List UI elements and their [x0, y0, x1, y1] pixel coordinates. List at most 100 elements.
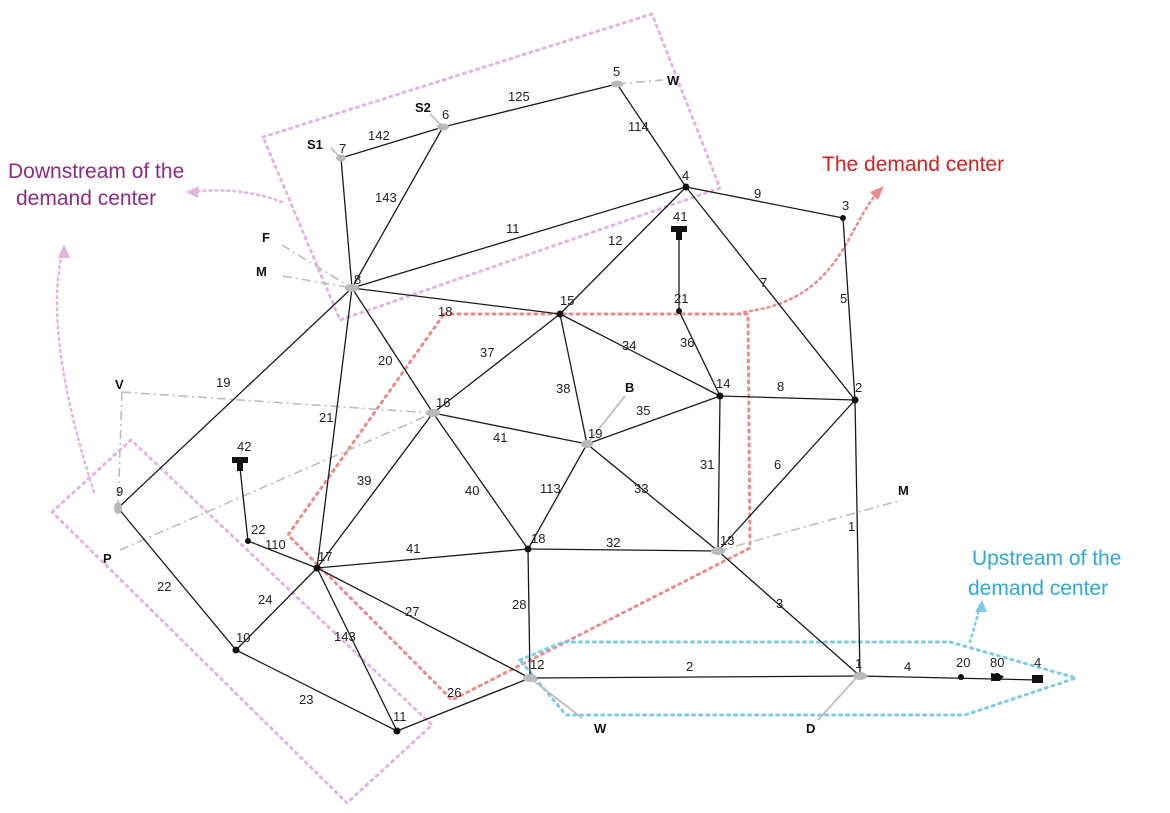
- link-v-to-9: [117, 391, 123, 509]
- node-label-14: 14: [716, 376, 730, 391]
- pipe-label-110: 114: [628, 119, 649, 134]
- pipe-5: [842, 217, 856, 401]
- pipe-label-32: 35: [636, 403, 650, 418]
- pipe-3: [717, 550, 861, 677]
- node-6: [437, 123, 449, 131]
- link-p-to-16: [119, 412, 434, 551]
- pipe-27: [527, 548, 531, 679]
- pipe-34: [432, 313, 561, 414]
- pipe-label-33: 36: [680, 335, 694, 350]
- upstream-arrowhead: [975, 600, 987, 612]
- pipe-8: [719, 395, 856, 401]
- pipe-39: [316, 548, 529, 569]
- pipe-label-26: 27: [405, 604, 419, 619]
- node-18: [524, 545, 532, 553]
- node-13: [711, 547, 725, 555]
- node-label-8: 8: [354, 272, 361, 287]
- pipe-label-20: 21: [319, 410, 333, 425]
- pipe-114: [340, 126, 444, 159]
- pipe-29: [527, 548, 719, 552]
- pipe-18-15: [351, 287, 561, 315]
- link-m-to-8: [282, 275, 353, 289]
- pipe-label-36: 39: [357, 473, 371, 488]
- node-label-18a: 18: [438, 304, 452, 319]
- pipe-26: [316, 567, 531, 679]
- node-label-42: 42: [237, 439, 251, 454]
- link-5-to-w: [616, 79, 664, 85]
- node-label-11: 11: [393, 709, 407, 724]
- pipe-21: [117, 507, 237, 651]
- pipe-125: [316, 567, 398, 732]
- pump-80-icon: [991, 673, 1004, 681]
- node-label-18: 18: [531, 531, 545, 546]
- node-label-10: 10: [236, 630, 250, 645]
- upstream-region-box: [517, 640, 1082, 717]
- downstream-region-lower: [49, 437, 435, 806]
- pipe-label-11: 11: [506, 221, 520, 236]
- source-label-m-east: M: [898, 483, 909, 498]
- source-label-f: F: [262, 230, 270, 245]
- source-labels: S1 S2 F M V P B M W W D: [103, 73, 909, 736]
- pipe-label-8: 8: [777, 379, 784, 394]
- node-label-41: 41: [673, 209, 687, 224]
- pipe-36: [316, 412, 434, 569]
- node-14: [716, 392, 724, 400]
- pipe-label-17: 19: [216, 375, 230, 390]
- stub-b: [586, 395, 626, 445]
- stub-w-12: [529, 677, 583, 719]
- pipe-label-34: 37: [480, 345, 494, 360]
- pipe-116: [340, 157, 353, 289]
- pipe-label-38: 41: [493, 430, 507, 445]
- downstream-upper-arrow: [188, 189, 284, 204]
- pipe-label-30: 33: [634, 481, 648, 496]
- pipe-label-22: 23: [299, 692, 313, 707]
- source-label-p: P: [103, 551, 112, 566]
- pipe-2: [529, 675, 861, 679]
- source-label-s2: S2: [415, 100, 431, 115]
- pipe-143: [239, 467, 249, 542]
- pipe-label-40: 110: [265, 537, 286, 552]
- upstream-label-line1: Upstream of the: [972, 547, 1121, 570]
- node-label-5: 5: [613, 64, 620, 79]
- pipe-label-29: 32: [606, 535, 620, 550]
- pipe-label-28: 31: [700, 457, 714, 472]
- nodes: [114, 80, 964, 735]
- pipe-7: [717, 399, 856, 552]
- pipe-labels: 125 142 114 143 11 9 12 7 5 36 34 8 37 3…: [157, 89, 911, 707]
- node-22: [245, 538, 251, 544]
- pipe-label-27: 28: [512, 597, 526, 612]
- node-label-21: 21: [674, 291, 688, 306]
- pipe-label-21: 22: [157, 579, 171, 594]
- tank-42-icon: [232, 457, 248, 471]
- pipe-28: [717, 395, 721, 552]
- node-5: [611, 80, 623, 88]
- link-m-to-13: [717, 499, 903, 552]
- pipe-12: [559, 186, 687, 315]
- pipe-17: [117, 287, 353, 509]
- node-label-6: 6: [442, 107, 449, 122]
- pipe-30: [586, 443, 719, 552]
- demand-center-label: The demand center: [822, 153, 1004, 176]
- pipe-20: [316, 287, 353, 569]
- pipe-4: [859, 675, 1039, 681]
- pipe-31: [559, 313, 721, 397]
- node-label-9: 9: [116, 484, 123, 499]
- node-label-4: 4: [682, 168, 689, 183]
- node-20: [958, 674, 964, 680]
- downstream-region-upper: [260, 12, 722, 322]
- pipe-label-41: 113: [540, 481, 561, 496]
- pipe-label-2: 2: [686, 659, 693, 674]
- demand-arrowhead: [870, 186, 884, 200]
- link-f-to-8: [281, 244, 353, 289]
- node-label-15: 15: [560, 293, 574, 308]
- pipe-32: [586, 395, 721, 445]
- downstream-label-line2: demand center: [16, 187, 156, 210]
- node-12: [523, 674, 537, 682]
- node-labels: 5 6 7 4 3 41 8 21 15 18 14 2 16 19 42 9 …: [116, 64, 1041, 724]
- node-15: [556, 310, 564, 318]
- pipe-9: [685, 186, 844, 219]
- pipe-label-31: 34: [622, 338, 636, 353]
- source-label-w-south: W: [594, 721, 607, 736]
